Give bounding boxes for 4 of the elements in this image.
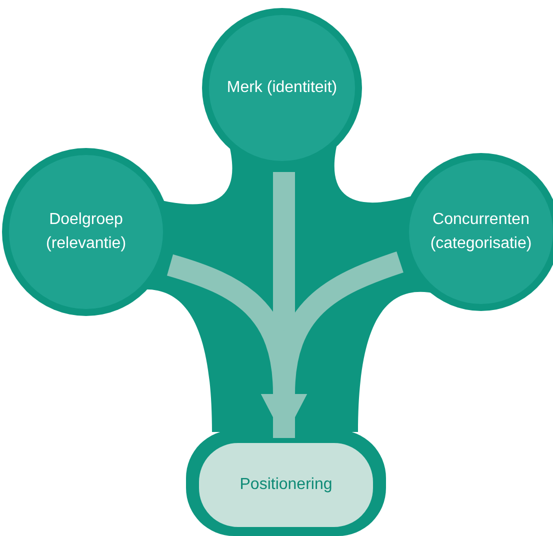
node-label: Concurrenten (categorisatie) xyxy=(429,210,533,254)
node-label: Doelgroep (relevantie) xyxy=(44,210,128,254)
node-label: Positionering xyxy=(238,475,334,495)
node-label: Merk (identiteit) xyxy=(226,78,338,98)
